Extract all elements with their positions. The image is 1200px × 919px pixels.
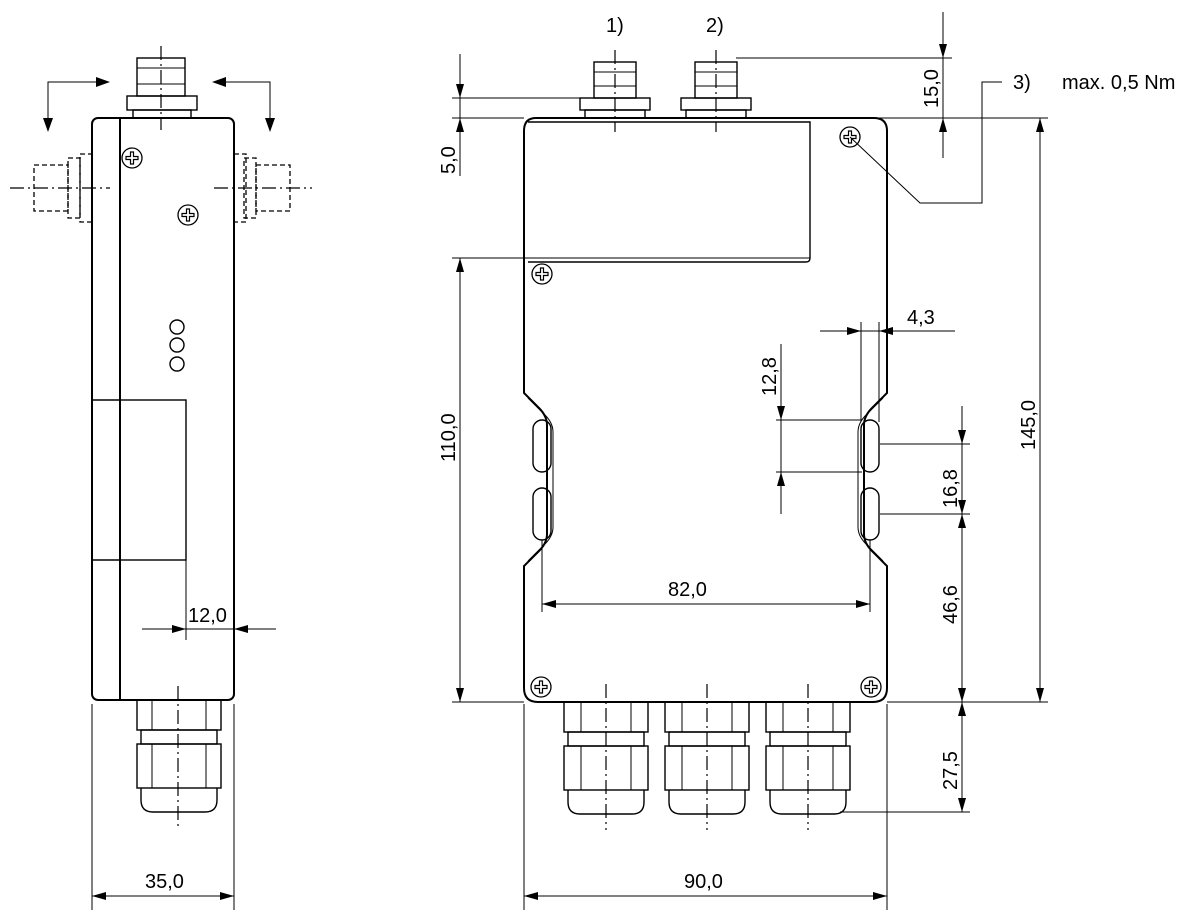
dim-connector-height: 15,0 <box>921 69 943 108</box>
dim-lower-height: 110,0 <box>438 413 460 462</box>
dim-side-width: 35,0 <box>145 871 184 893</box>
front-screw-mid-left <box>531 263 553 285</box>
led-1 <box>169 319 185 335</box>
callout-3: 3) <box>1013 72 1031 94</box>
rotate-arrow-left <box>47 81 100 128</box>
led-2 <box>169 337 185 353</box>
led-3 <box>169 356 185 372</box>
dim-slot-pitch-v: 12,8 <box>759 357 781 396</box>
connector-2 <box>680 49 752 133</box>
torque-note: max. 0,5 Nm <box>1062 72 1175 94</box>
front-screw-bottom-right <box>860 676 882 698</box>
dim-top-offset: 5,0 <box>438 146 460 174</box>
side-view: 12,0 35,0 <box>10 46 312 910</box>
cable-gland-3 <box>765 683 851 831</box>
side-screw-middle <box>177 204 199 226</box>
cable-gland-1 <box>563 683 649 831</box>
callout-2: 2) <box>706 15 724 37</box>
callout-1: 1) <box>606 15 624 37</box>
side-screw-top <box>121 147 143 169</box>
slot-left-lower <box>532 487 552 541</box>
side-bottom-gland <box>136 686 222 828</box>
rotate-arrow-right <box>222 81 271 128</box>
dim-slot-width: 4,3 <box>907 307 935 329</box>
dim-slot-spacing: 82,0 <box>668 579 707 601</box>
slot-left-upper <box>532 419 552 473</box>
side-connector-right-alt <box>214 153 312 223</box>
side-connector-left-alt <box>10 153 110 223</box>
side-top-connector <box>126 46 198 130</box>
connector-1 <box>579 49 651 133</box>
cable-gland-2 <box>664 683 750 831</box>
dim-gland-height: 27,5 <box>940 751 962 790</box>
front-housing <box>523 117 888 703</box>
dim-side-thickness: 12,0 <box>188 605 227 627</box>
dim-slot-length: 16,8 <box>940 469 962 508</box>
side-label-area <box>119 399 187 561</box>
front-top-cover <box>528 121 811 263</box>
front-screw-bottom-left <box>530 676 552 698</box>
dim-total-height: 145,0 <box>1018 400 1040 450</box>
front-view: 1) 2) 3) max. 0,5 Nm 15,0 <box>438 12 1175 910</box>
dim-width: 90,0 <box>684 871 723 893</box>
slot-right-upper <box>860 419 880 473</box>
dim-slot-to-bottom: 46,6 <box>940 585 962 624</box>
